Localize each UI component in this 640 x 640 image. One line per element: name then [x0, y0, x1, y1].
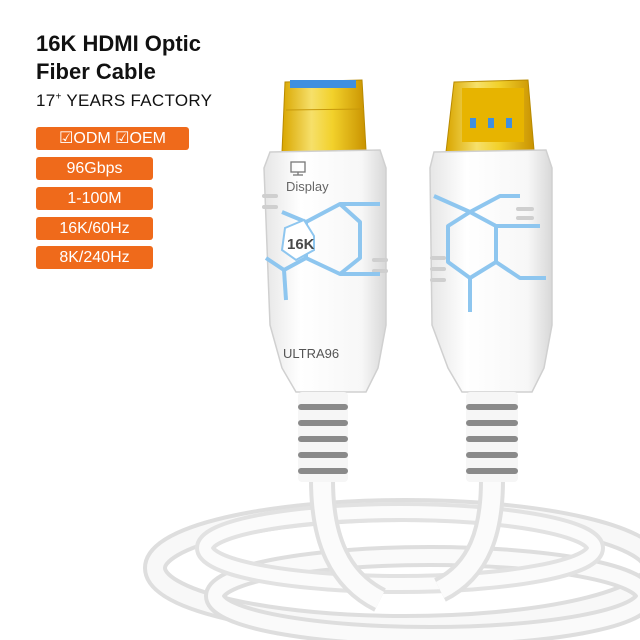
cable-loop [143, 498, 640, 640]
title-line-1: 16K HDMI Optic [36, 31, 202, 56]
badge-odm-oem: ☑ODM ☑OEM [36, 127, 189, 150]
left-hdmi-connector: Display 16K ULTRA96 [262, 79, 388, 482]
factory-years: 17+ YEARS FACTORY [36, 91, 212, 111]
right-hdmi-connector [429, 79, 553, 482]
years-number: 17 [36, 91, 56, 110]
years-plus: + [55, 91, 62, 103]
years-text: YEARS FACTORY [61, 91, 213, 110]
ultra96-label: ULTRA96 [283, 346, 339, 361]
16k-label: 16K [287, 236, 315, 253]
display-icon [290, 161, 306, 176]
badge-resolution-8k: 8K/240Hz [36, 246, 153, 269]
title-line-2: Fiber Cable [36, 59, 156, 84]
badge-length: 1-100M [36, 187, 153, 210]
16k-badge: 16K [280, 218, 315, 262]
display-label: Display [286, 179, 329, 194]
product-title: 16K HDMI Optic Fiber Cable [36, 30, 201, 86]
badge-resolution-16k: 16K/60Hz [36, 217, 153, 240]
badge-bandwidth: 96Gbps [36, 157, 153, 180]
